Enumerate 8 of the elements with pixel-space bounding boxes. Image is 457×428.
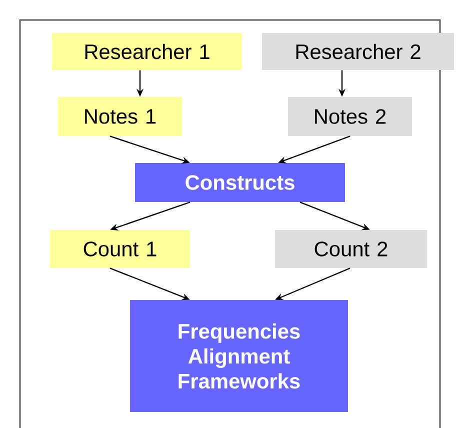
process-box: Notes 2 — [288, 97, 412, 136]
process-box: Frequencies Alignment Frameworks — [130, 300, 348, 412]
process-box: Count 2 — [275, 230, 427, 268]
process-box: Constructs — [135, 163, 345, 202]
process-box: Count 1 — [50, 230, 190, 268]
process-box: Notes 1 — [58, 97, 182, 136]
process-box: Researcher 2 — [262, 33, 454, 70]
process-box: Researcher 1 — [52, 33, 242, 70]
